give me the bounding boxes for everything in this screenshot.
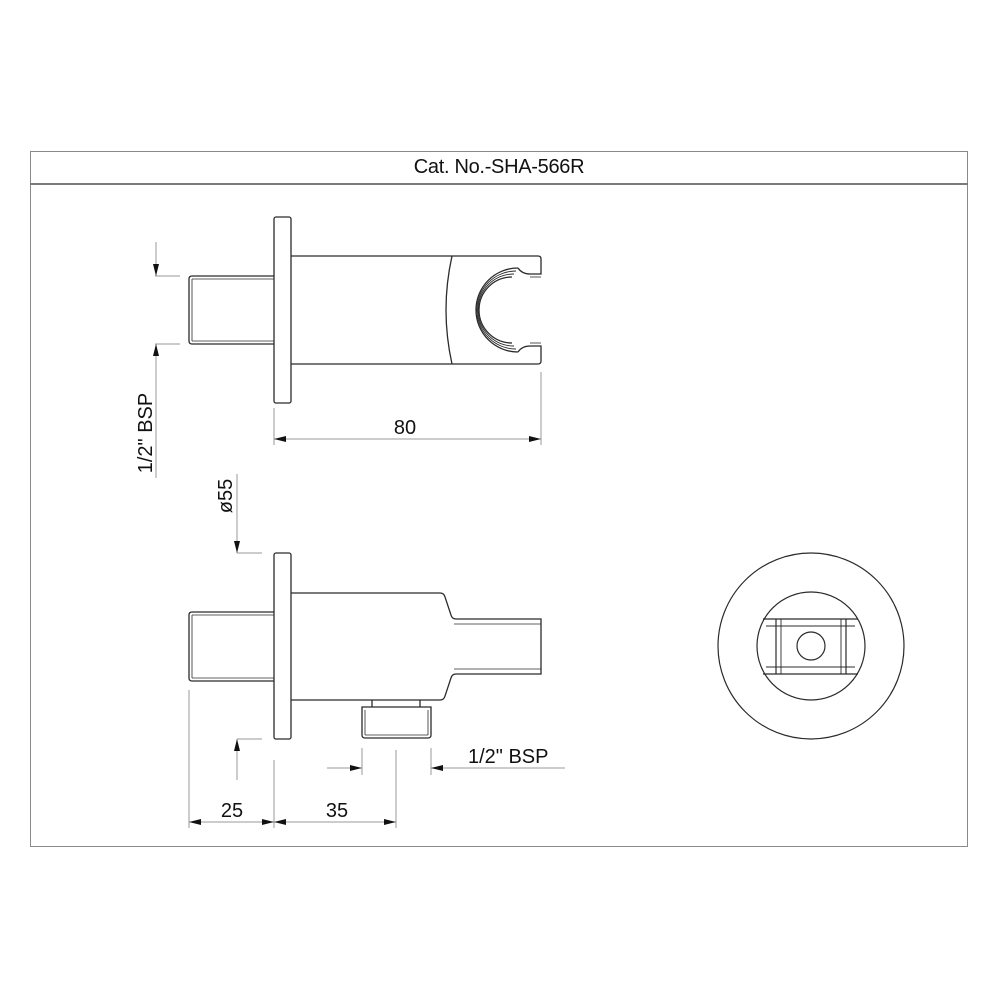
- end-center-hole: [796, 631, 826, 661]
- dim-label-inlet-thread: 1/2" BSP: [135, 393, 157, 473]
- dim-outlet-thread: 1/2" BSP: [327, 746, 565, 775]
- side-outlet-nut: [361, 700, 432, 739]
- top-body: [291, 255, 542, 365]
- dim-top-inlet-thread: 1/2" BSP: [135, 242, 180, 478]
- drawing-frame: [30, 151, 968, 847]
- side-flange: [273, 552, 292, 740]
- side-inlet-pipe: [188, 611, 274, 682]
- top-inlet-pipe: [188, 275, 274, 345]
- top-flange: [273, 216, 292, 404]
- dim-label-diameter: ø55: [215, 479, 237, 513]
- side-view: [188, 552, 542, 740]
- dim-label-inlet-length: 25: [221, 800, 243, 822]
- end-square-body: [763, 618, 858, 675]
- title-block: Cat. No.-SHA-566R: [30, 151, 968, 185]
- dim-label-length: 80: [394, 417, 416, 439]
- end-inner-boss: [756, 591, 866, 701]
- end-outer-flange: [717, 552, 905, 740]
- dim-top-length: 80: [273, 372, 542, 445]
- dim-inlet-length: 25: [188, 690, 275, 828]
- end-view: [717, 552, 905, 740]
- dim-flange-diameter: ø55: [215, 474, 262, 780]
- catalog-number: Cat. No.-SHA-566R: [413, 155, 585, 178]
- dim-outlet-offset: 35: [274, 750, 397, 828]
- side-body: [291, 592, 542, 701]
- dim-label-outlet-offset: 35: [326, 800, 348, 822]
- top-view: [188, 216, 542, 404]
- dim-label-outlet-thread: 1/2" BSP: [468, 746, 548, 768]
